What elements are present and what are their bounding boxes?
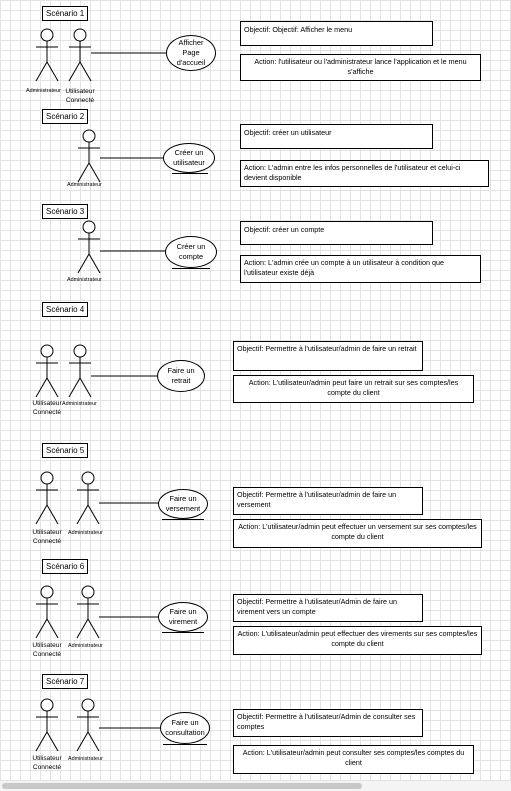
actor-stroke: [40, 698, 54, 712]
actor-stroke: [46, 731, 59, 752]
scenario-5-objective[interactable]: Objectif: Permettre à l'utilisateur/admi…: [233, 487, 423, 515]
actor-stroke: [81, 698, 95, 712]
scenario-7-objective[interactable]: Objectif: Permettre à l'utilisateur/Admi…: [233, 709, 423, 737]
actor-stroke: [81, 471, 95, 485]
scenario-3-title[interactable]: Scénario 3: [42, 204, 89, 219]
actor-icon[interactable]: [77, 129, 101, 183]
scenario-3-action[interactable]: Action: L'admin crée un compte à un util…: [240, 255, 481, 283]
scenario-7-usecase-underline: [163, 744, 207, 745]
actor-stroke: [73, 28, 87, 42]
scenario-5-title[interactable]: Scénario 5: [42, 443, 89, 458]
actor-icon[interactable]: [35, 344, 59, 398]
scenario-7-actor-2-label: Administrateur: [68, 756, 103, 762]
actor-stroke: [46, 618, 59, 639]
actor-stroke: [35, 377, 48, 398]
actor-stroke: [46, 504, 59, 525]
actor-icon[interactable]: [68, 28, 92, 82]
scenario-6-actor-1-label: Utilisateur Connecté: [32, 642, 62, 658]
scenario-4-usecase[interactable]: Faire un retrait: [157, 360, 205, 392]
actor-icon[interactable]: [77, 220, 101, 274]
actor-stroke: [82, 129, 96, 143]
scenario-6-title[interactable]: Scénario 6: [42, 559, 89, 574]
actor-icon[interactable]: [68, 344, 92, 398]
scenario-4-objective[interactable]: Objectif: Permettre à l'utilisateur/admi…: [233, 341, 423, 371]
actor-icon[interactable]: [76, 471, 100, 525]
actor-stroke: [35, 504, 48, 525]
scenario-5-action[interactable]: Action: L'utilisateur/admin peut effectu…: [233, 519, 482, 548]
scenario-4-actor-1-label: Utilisateur Connecté: [32, 400, 62, 416]
scenario-7-action[interactable]: Action: L'utilisateur/admin peut consult…: [233, 745, 474, 774]
scrollbar-thumb[interactable]: [2, 783, 362, 789]
scenario-6-usecase-underline: [162, 632, 204, 633]
scenario-7-actor-1-label: Utilisateur Connecté: [32, 755, 62, 771]
scenario-2-objective[interactable]: Objectif: créer un utilisateur: [240, 124, 433, 149]
scenario-6-objective[interactable]: Objectif: Permettre à l'utilisateur/Admi…: [233, 594, 423, 622]
actor-stroke: [46, 377, 59, 398]
actor-stroke: [40, 28, 54, 42]
actor-stroke: [79, 377, 92, 398]
actor-stroke: [46, 61, 59, 82]
actor-stroke: [82, 220, 96, 234]
actor-icon[interactable]: [35, 471, 59, 525]
actor-stroke: [81, 585, 95, 599]
actor-stroke: [77, 162, 90, 183]
actor-stroke: [35, 61, 48, 82]
scenario-2-usecase[interactable]: Créer un utilisateur: [163, 143, 215, 173]
actor-stroke: [76, 731, 89, 752]
actor-stroke: [35, 618, 48, 639]
actor-stroke: [76, 504, 89, 525]
actor-stroke: [88, 253, 101, 274]
actor-icon[interactable]: [35, 28, 59, 82]
actor-icon[interactable]: [76, 585, 100, 639]
scenario-6-usecase[interactable]: Faire un virement: [158, 602, 208, 632]
scenario-4-action[interactable]: Action: L'utilisateur/admin peut faire u…: [233, 375, 474, 403]
actor-stroke: [88, 162, 101, 183]
scenario-5-actor-2-label: Administrateur: [68, 530, 103, 536]
actor-stroke: [87, 618, 100, 639]
scenario-1-actor-1-label: Administrateur: [26, 88, 61, 94]
actor-stroke: [79, 61, 92, 82]
scenario-1-action[interactable]: Action: l'utilisateur ou l'administrateu…: [240, 54, 481, 81]
actor-stroke: [40, 344, 54, 358]
actor-stroke: [68, 61, 81, 82]
scenario-2-usecase-underline: [172, 173, 208, 174]
actor-stroke: [77, 253, 90, 274]
actor-stroke: [35, 731, 48, 752]
actor-stroke: [76, 618, 89, 639]
scenario-3-usecase-underline: [172, 268, 210, 269]
scenario-4-title[interactable]: Scénario 4: [42, 302, 89, 317]
scenario-5-usecase-underline: [162, 519, 204, 520]
scenario-2-actor-label: Administrateur: [67, 182, 102, 188]
actor-stroke: [87, 731, 100, 752]
scenario-2-action[interactable]: Action: L'admin entre les infos personne…: [240, 160, 489, 187]
actor-stroke: [68, 377, 81, 398]
scenario-1-actor-2-label: Utilisateur Connecté: [65, 88, 95, 104]
scenario-4-actor-2-label: Administrateur: [62, 401, 97, 407]
scenario-5-actor-1-label: Utilisateur Connecté: [32, 529, 62, 545]
actor-icon[interactable]: [35, 585, 59, 639]
scenario-3-usecase[interactable]: Créer un compte: [165, 236, 217, 268]
scenario-1-usecase[interactable]: Afficher Page d'accueil: [166, 35, 216, 71]
scenario-7-usecase[interactable]: Faire un consultation: [160, 712, 210, 744]
actor-icon[interactable]: [76, 698, 100, 752]
scenario-2-title[interactable]: Scénario 2: [42, 109, 89, 124]
scenario-5-usecase[interactable]: Faire un versement: [158, 489, 208, 519]
scenario-7-title[interactable]: Scénario 7: [42, 674, 89, 689]
actor-stroke: [40, 585, 54, 599]
scenario-1-objective[interactable]: Objectif: Objectif: Afficher le menu: [240, 21, 433, 46]
horizontal-scrollbar[interactable]: [0, 781, 511, 791]
scenario-1-title[interactable]: Scénario 1: [42, 6, 89, 21]
scenario-6-action[interactable]: Action: L'utilisateur/admin peut effectu…: [233, 626, 482, 655]
actor-stroke: [73, 344, 87, 358]
scenario-3-objective[interactable]: Objectif: créer un compte: [240, 221, 433, 245]
actor-stroke: [87, 504, 100, 525]
actor-stroke: [40, 471, 54, 485]
scenario-6-actor-2-label: Administrateur: [68, 643, 103, 649]
scenario-3-actor-label: Administrateur: [67, 277, 102, 283]
actor-icon[interactable]: [35, 698, 59, 752]
